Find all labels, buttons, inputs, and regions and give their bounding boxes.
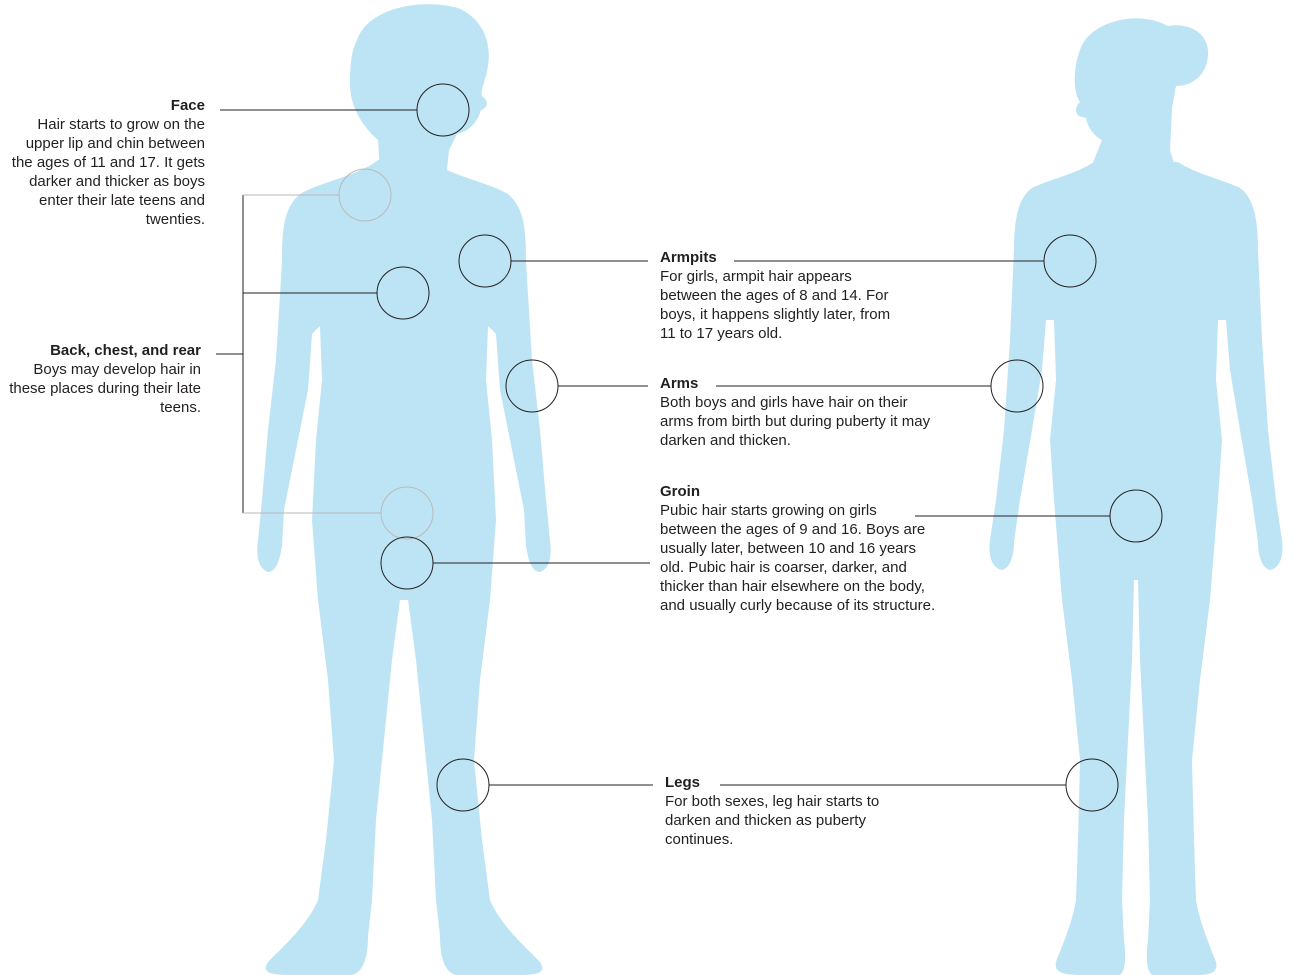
back-chest-rear-callout-title: Back, chest, and rear xyxy=(0,341,201,360)
arms-callout: Arms Both boys and girls have hair on th… xyxy=(660,374,932,450)
face-callout: Face Hair starts to grow on the upper li… xyxy=(4,96,205,229)
legs-callout: Legs For both sexes, leg hair starts to … xyxy=(665,773,891,849)
back-chest-rear-callout-text: Boys may develop hair in these places du… xyxy=(0,360,201,417)
legs-callout-text: For both sexes, leg hair starts to darke… xyxy=(665,792,891,849)
chest-marker-circle xyxy=(377,267,429,319)
girl-arm-marker-circle xyxy=(991,360,1043,412)
arms-callout-text: Both boys and girls have hair on their a… xyxy=(660,393,932,450)
girl-armpit-marker-circle xyxy=(1044,235,1096,287)
armpits-callout-text: For girls, armpit hair appears between t… xyxy=(660,267,892,343)
face-marker-circle xyxy=(417,84,469,136)
armpits-callout-title: Armpits xyxy=(660,248,892,267)
back-marker-circle xyxy=(339,169,391,221)
face-callout-title: Face xyxy=(4,96,205,115)
face-callout-text: Hair starts to grow on the upper lip and… xyxy=(4,115,205,229)
armpits-callout: Armpits For girls, armpit hair appears b… xyxy=(660,248,892,343)
girl-leg-marker-circle xyxy=(1066,759,1118,811)
groin-callout: Groin Pubic hair starts growing on girls… xyxy=(660,482,936,615)
rear-marker-circle xyxy=(381,487,433,539)
boy-groin-marker-circle xyxy=(381,537,433,589)
groin-callout-title: Groin xyxy=(660,482,936,501)
back-chest-rear-callout: Back, chest, and rear Boys may develop h… xyxy=(0,341,201,417)
boy-leg-marker-circle xyxy=(437,759,489,811)
groin-callout-text: Pubic hair starts growing on girls betwe… xyxy=(660,501,936,615)
boy-arm-marker-circle xyxy=(506,360,558,412)
legs-callout-title: Legs xyxy=(665,773,891,792)
girl-groin-marker-circle xyxy=(1110,490,1162,542)
arms-callout-title: Arms xyxy=(660,374,932,393)
boy-armpit-marker-circle xyxy=(459,235,511,287)
